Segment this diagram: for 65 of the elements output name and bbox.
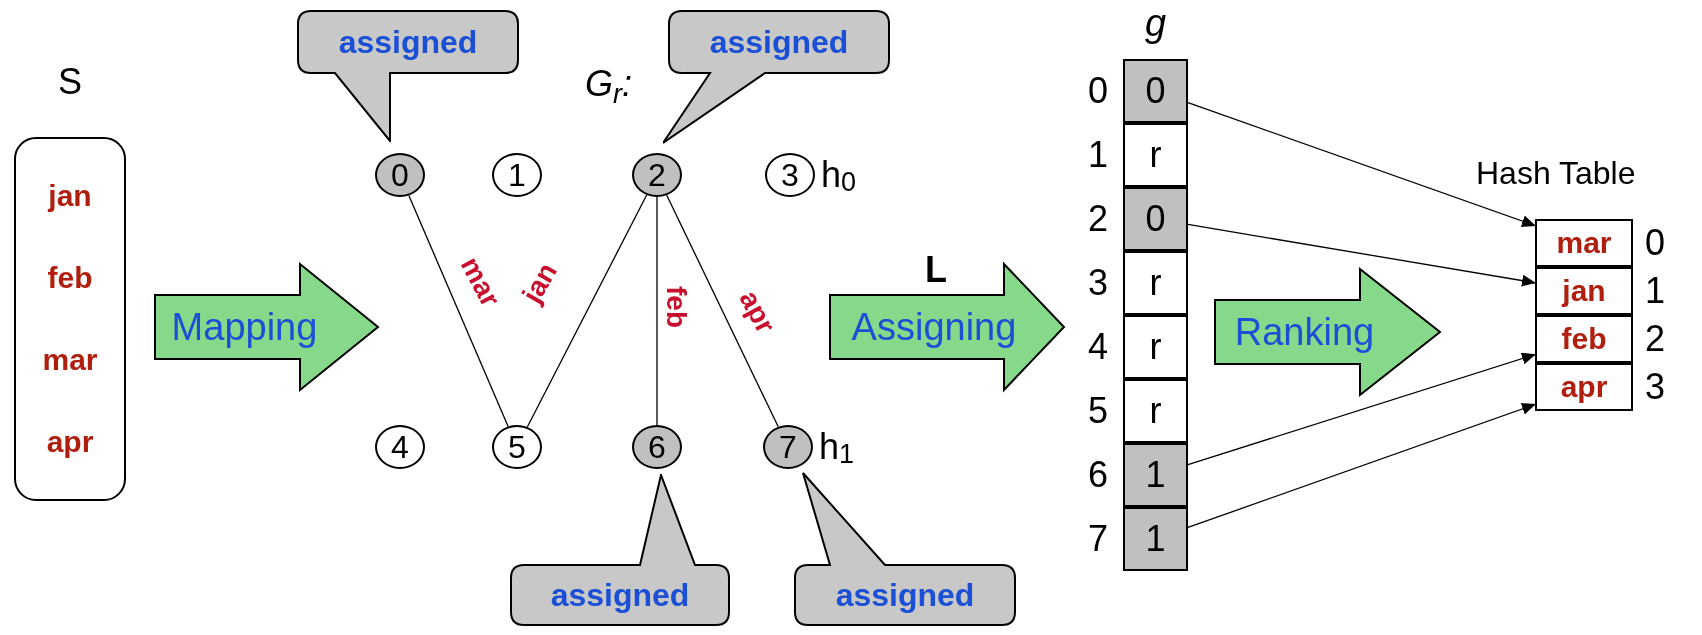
- arrow: [1187, 352, 1536, 466]
- edge-label: Ranking: [1234, 310, 1375, 354]
- edge-label: feb: [661, 286, 691, 328]
- graph-vertex: 6: [632, 425, 682, 469]
- array-cell: 1: [1123, 507, 1188, 571]
- edge-label: jan: [516, 258, 564, 308]
- graph-vertex: 3: [765, 153, 815, 197]
- index-label: h$_{1}$: [819, 425, 855, 471]
- arrow: [1187, 101, 1536, 227]
- index-label: 1: [1645, 269, 1666, 313]
- set-item: mar: [42, 342, 98, 378]
- set-item: feb: [47, 260, 93, 296]
- array-cell: 0: [1123, 59, 1188, 123]
- block-arrow: [829, 261, 1066, 393]
- index-label: 0: [1088, 69, 1109, 113]
- math-label: L: [925, 248, 947, 292]
- edge-label: mar: [454, 252, 506, 312]
- speech-callout: assigned: [510, 474, 730, 626]
- graph-vertex: 4: [375, 425, 425, 469]
- graph-vertex: 5: [492, 425, 542, 469]
- edge-label: Mapping: [171, 305, 318, 349]
- set-item: jan: [48, 178, 92, 214]
- index-label: h$_{0}$: [821, 153, 857, 199]
- index-label: 4: [1088, 325, 1109, 369]
- index-label: 6: [1088, 453, 1109, 497]
- edge-label: apr: [733, 285, 781, 339]
- connector-line: [526, 194, 648, 428]
- array-cell: r: [1123, 315, 1188, 379]
- array-cell: r: [1123, 123, 1188, 187]
- speech-callout: assigned: [794, 472, 1016, 626]
- speech-callout: assigned: [663, 10, 890, 144]
- table-cell: mar: [1535, 219, 1633, 267]
- index-label: 1: [1088, 133, 1109, 177]
- edge-label: Assigning: [851, 305, 1017, 349]
- index-label: 0: [1645, 221, 1666, 265]
- index-label: 7: [1088, 517, 1109, 561]
- graph-vertex: 0: [375, 153, 425, 197]
- graph-vertex: 1: [492, 153, 542, 197]
- arrow: [1187, 223, 1536, 287]
- block-arrow: [1214, 266, 1442, 398]
- math-label: G$_{r}$:: [585, 62, 633, 106]
- array-cell: 1: [1123, 443, 1188, 507]
- connector-line: [656, 196, 658, 426]
- index-label: 3: [1645, 365, 1666, 409]
- set-item: apr: [46, 424, 94, 460]
- index-label: 5: [1088, 389, 1109, 433]
- block-arrow: [154, 261, 380, 393]
- graph-vertex: 7: [763, 425, 813, 469]
- index-label: 2: [1645, 317, 1666, 361]
- index-label: 3: [1088, 261, 1109, 305]
- connector-line: [408, 194, 509, 428]
- array-cell: r: [1123, 251, 1188, 315]
- index-label: 2: [1088, 197, 1109, 241]
- connector-line: [666, 194, 779, 428]
- arrow: [1187, 403, 1536, 529]
- table-cell: feb: [1535, 315, 1633, 363]
- array-title: g: [1143, 1, 1168, 46]
- table-title: Hash Table: [1476, 154, 1636, 192]
- set-title: S: [57, 60, 83, 104]
- array-cell: r: [1123, 379, 1188, 443]
- graph-vertex: 2: [632, 153, 682, 197]
- array-cell: 0: [1123, 187, 1188, 251]
- table-cell: jan: [1535, 267, 1633, 315]
- table-cell: apr: [1535, 363, 1633, 411]
- speech-callout: assigned: [297, 10, 519, 142]
